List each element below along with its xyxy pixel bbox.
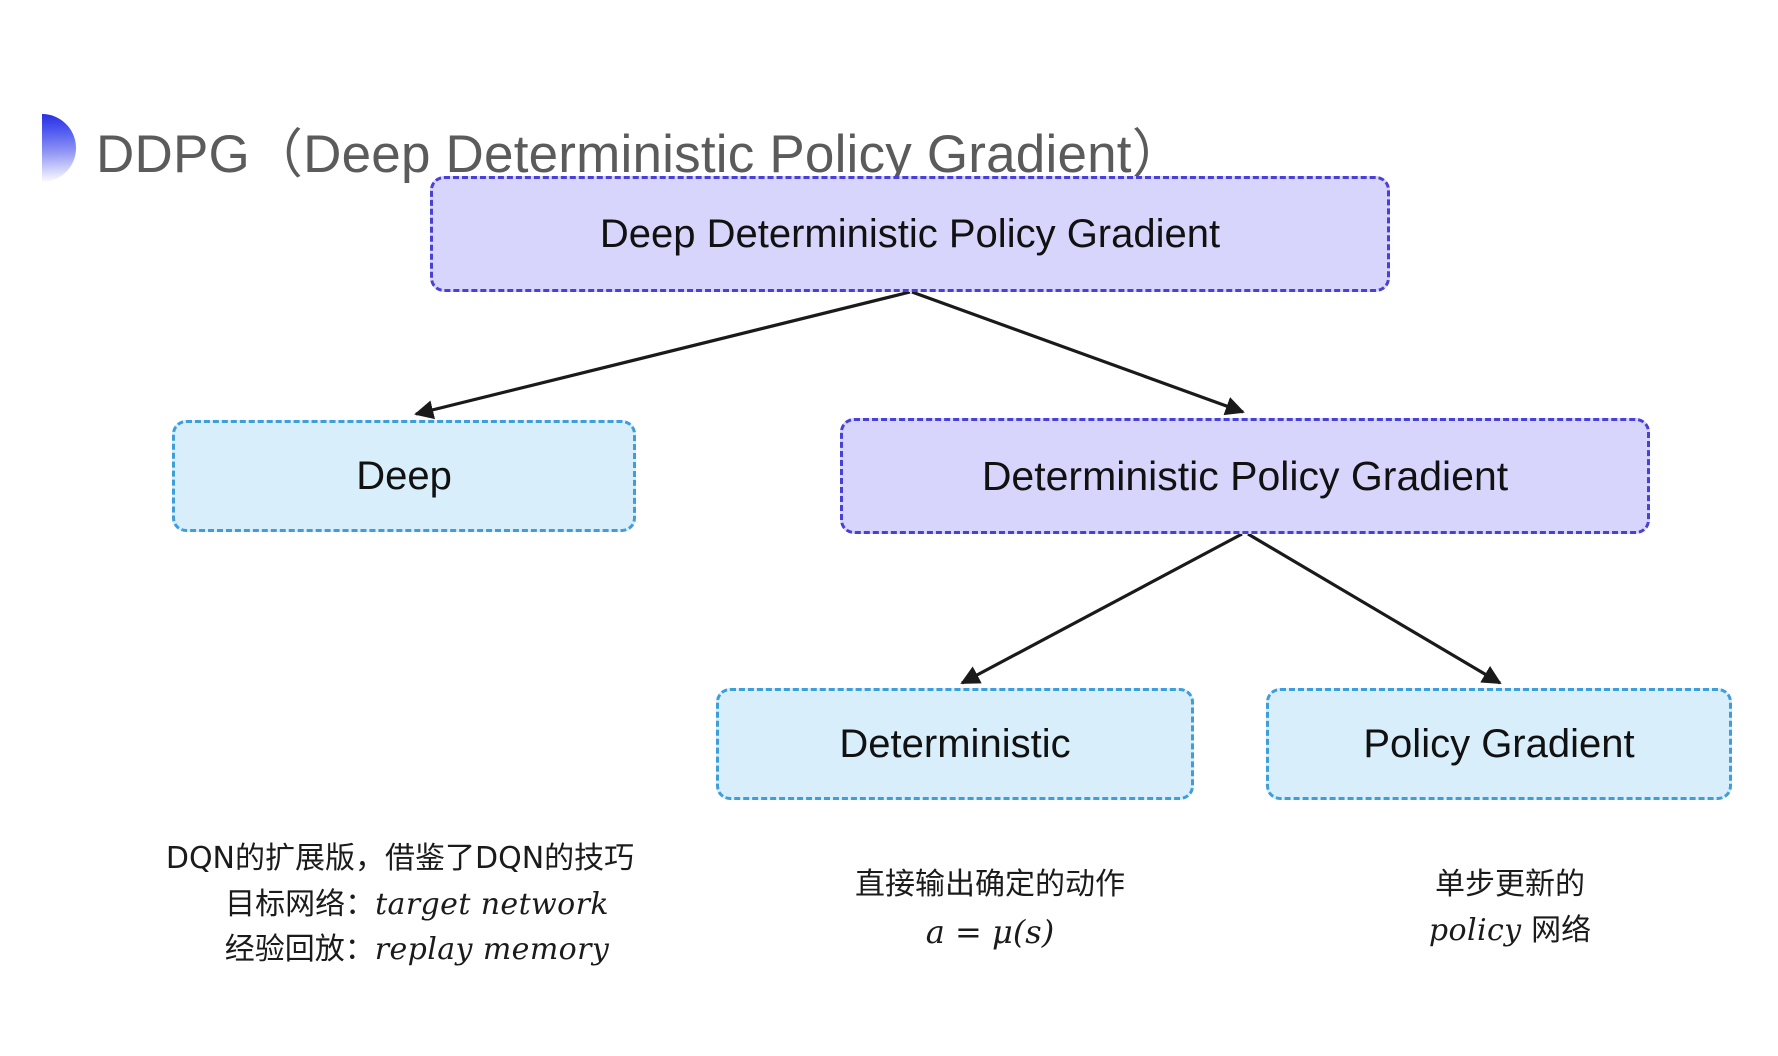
node-deep-deterministic-policy-gradient[interactable]: Deep Deterministic Policy Gradient [430,176,1390,292]
node-deterministic-policy-gradient[interactable]: Deterministic Policy Gradient [840,418,1650,534]
caption-deep-line1: DQN的扩展版，借鉴了DQN的技巧 [165,841,635,876]
edge-dpg-to-policy-gradient [1247,532,1502,685]
caption-policy-gradient-term: policy [1428,912,1522,948]
edge-root-to-dpg [911,290,1245,416]
caption-deep: DQN的扩展版，借鉴了DQN的技巧 目标网络：target network 经验… [120,836,680,973]
caption-deep-line3: 经验回放：replay memory [120,927,680,973]
caption-deterministic: 直接输出确定的动作 a = μ(s) [800,862,1180,956]
caption-policy-gradient-line1: 单步更新的 [1435,867,1585,902]
caption-deterministic-formula: a = μ(s) [925,912,1055,951]
title-bullet-icon [42,114,76,182]
node-deterministic[interactable]: Deterministic [716,688,1194,800]
caption-policy-gradient-suffix: 网络 [1521,912,1592,948]
edge-dpg-to-deterministic [960,532,1243,685]
caption-deep-line3-term: replay memory [374,932,610,968]
caption-policy-gradient-line2: policy 网络 [1360,908,1660,954]
page-title: DDPG（Deep Deterministic Policy Gradient） [96,125,1185,184]
caption-deep-line2: 目标网络：target network [120,882,680,928]
caption-policy-gradient: 单步更新的 policy 网络 [1360,862,1660,953]
node-deep[interactable]: Deep [172,420,636,532]
slide-header: DDPG（Deep Deterministic Policy Gradient） [0,52,1778,184]
caption-deep-line2-label: 目标网络： [225,886,376,922]
edge-root-to-deep [414,290,911,420]
caption-deep-line3-label: 经验回放： [224,932,375,968]
caption-deterministic-line1: 直接输出确定的动作 [855,867,1125,902]
node-policy-gradient[interactable]: Policy Gradient [1266,688,1732,800]
caption-deep-line2-term: target network [375,886,609,922]
